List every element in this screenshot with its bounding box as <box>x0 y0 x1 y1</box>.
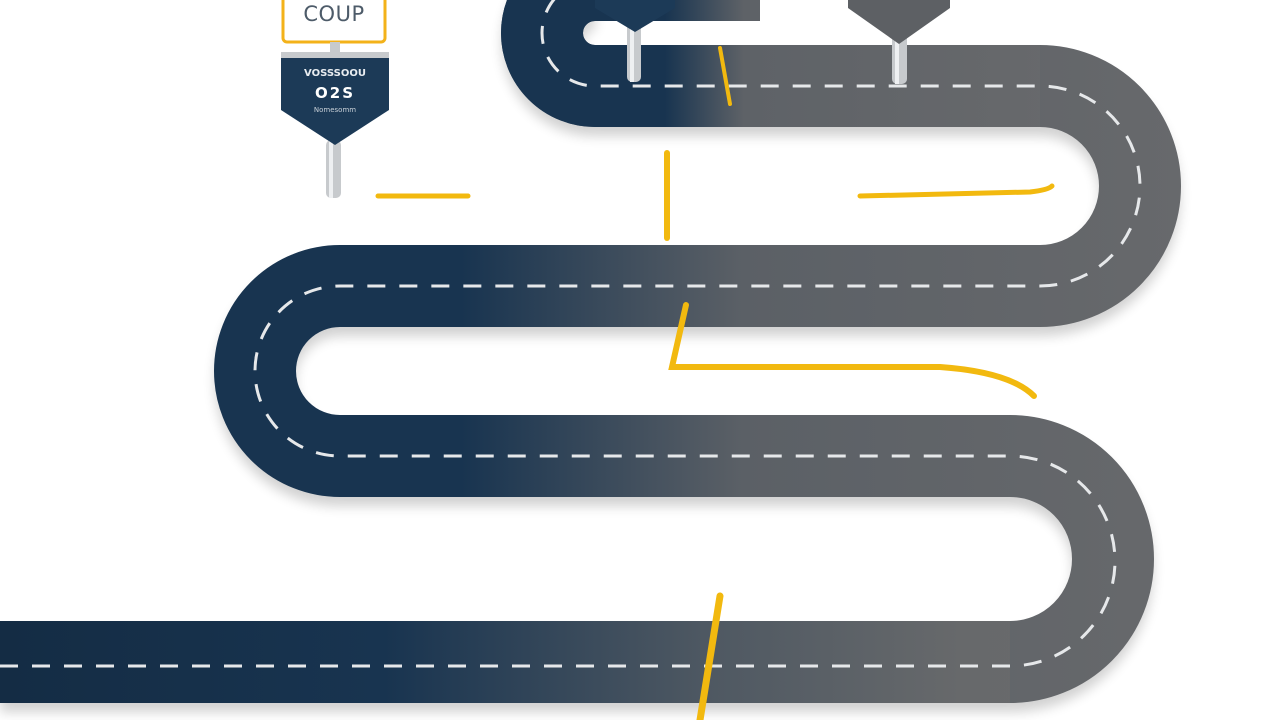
label-sign-text: COUP <box>303 2 365 26</box>
sign-caption-top: VOSSSOOU <box>304 68 366 79</box>
sign-value: O2S <box>315 84 355 102</box>
map-pin-head-2 <box>595 0 675 32</box>
yellow-markers <box>375 46 1055 720</box>
lane-dashes <box>0 0 1142 668</box>
sign-caption-bottom: Nomesomm <box>313 106 357 114</box>
yellow-stripe-3 <box>857 183 1055 199</box>
label-sign <box>281 0 387 54</box>
yellow-divider-6 <box>718 46 732 106</box>
yellow-divider-5 <box>696 592 724 720</box>
pin-1-pole <box>326 140 341 198</box>
map-pin-head-3 <box>848 0 950 44</box>
pin-3-pole <box>892 30 907 84</box>
yellow-stripe-4 <box>668 302 1037 399</box>
milestone-sign <box>281 52 389 145</box>
pin-2-pole <box>627 20 641 82</box>
